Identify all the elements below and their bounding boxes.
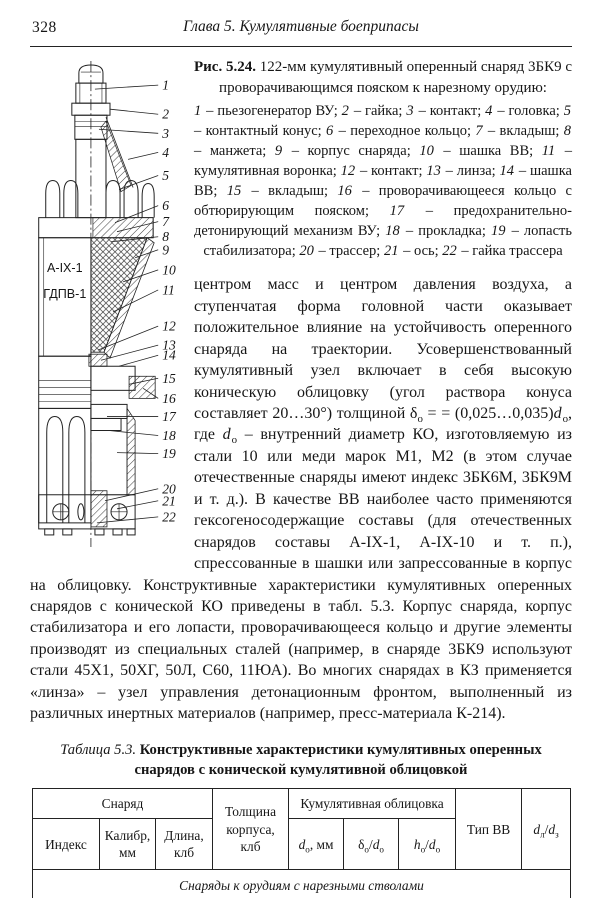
header-rule	[30, 46, 572, 47]
leader-line	[127, 151, 159, 160]
leader-line	[97, 325, 159, 351]
header-caliber: Калибр, мм	[99, 818, 156, 871]
leader-line	[100, 344, 159, 361]
header-h0-d0: hо/dо	[398, 818, 457, 871]
callout-number-6: 6	[162, 198, 169, 213]
callout-number-9: 9	[162, 242, 169, 257]
table-subheader: Снаряды к орудиям с нарезными стволами	[32, 869, 571, 898]
leader-line	[118, 354, 159, 367]
callout-number-2: 2	[162, 107, 169, 122]
leader-line	[134, 249, 159, 259]
figure-caption-label: Рис. 5.24.	[194, 59, 256, 75]
callout-number-21: 21	[162, 493, 176, 508]
table-caption-title: Конструктивные характеристики кумулятивн…	[134, 741, 542, 778]
leader-line	[96, 516, 159, 524]
header-d0: dо, мм	[288, 818, 345, 871]
leader-line	[122, 269, 159, 283]
projectile-body	[38, 61, 156, 547]
header-explosive-type: Тип ВВ	[455, 788, 523, 871]
table-caption-label: Таблица 5.3.	[60, 741, 137, 758]
callout-number-11: 11	[162, 282, 175, 297]
callout-number-13: 13	[162, 338, 176, 353]
callout-number-19: 19	[162, 446, 176, 461]
figure-caption-text: 122-мм кумулятивный оперенный снаряд 3БК…	[219, 59, 572, 96]
callout-number-16: 16	[162, 391, 176, 406]
header-delta-d0: δо/dо	[343, 818, 400, 871]
body-paragraph: центром масс и центром давления воздуха,…	[30, 276, 573, 723]
leader-line	[110, 236, 159, 243]
header-length: Длина, клб	[154, 818, 214, 871]
leader-line	[118, 175, 159, 190]
table-body: Снаряды к орудиям с нарезными стволами 3…	[32, 869, 571, 898]
projectile-drawing: А-IX-1 ГДПВ-1 12345678910111213141516171…	[38, 61, 177, 547]
leader-line	[117, 452, 159, 454]
leader-line	[112, 289, 159, 313]
callout-number-10: 10	[162, 262, 176, 277]
leader-line	[116, 221, 159, 233]
callout-number-8: 8	[162, 229, 169, 244]
figure-label-gdpv: ГДПВ-1	[43, 287, 86, 301]
leader-line	[98, 128, 159, 134]
callout-number-5: 5	[162, 168, 169, 183]
leader-line	[94, 84, 159, 90]
header-thickness: Толщина корпуса, клб	[212, 788, 290, 871]
leader-line	[128, 377, 159, 385]
callout-number-17: 17	[162, 409, 177, 424]
page-number: 328	[32, 19, 57, 36]
callout-number-3: 3	[161, 126, 169, 141]
table-5-3: Снаряд Толщина корпуса, клб Кумулятивная…	[31, 788, 572, 898]
figure-label-explosive: А-IX-1	[47, 261, 83, 275]
callout-number-22: 22	[162, 509, 176, 524]
group-header-liner: Кумулятивная облицовка	[288, 788, 457, 820]
leader-line	[142, 387, 159, 399]
chapter-title: Глава 5. Кумулятивные боеприпасы	[183, 18, 419, 35]
callout-number-20: 20	[162, 481, 176, 496]
page-header: 328 Глава 5. Кумулятивные боеприпасы	[30, 18, 572, 42]
header-dl-dz: dл/dз	[521, 788, 572, 871]
callout-number-14: 14	[162, 348, 176, 363]
figure-legend: 1 – пьезогенератор ВУ; 2 – гайка; 3 – ко…	[194, 103, 573, 260]
callout-number-1: 1	[162, 78, 169, 93]
leader-line	[109, 108, 159, 115]
callout-number-7: 7	[162, 214, 170, 229]
leader-line	[104, 488, 159, 502]
figure-caption: Рис. 5.24. 122-мм кумулятивный оперенный…	[30, 57, 572, 98]
leader-line	[108, 430, 159, 436]
callout-number-15: 15	[162, 371, 176, 386]
callout-number-4: 4	[162, 145, 169, 160]
callout-number-12: 12	[162, 319, 176, 334]
leader-line	[114, 205, 159, 224]
callout-number-18: 18	[162, 428, 176, 443]
leader-line	[116, 500, 159, 510]
header-index: Индекс	[32, 818, 100, 871]
table-section: Таблица 5.3. Конструктивные характеристи…	[30, 740, 572, 898]
table-caption: Таблица 5.3. Конструктивные характеристи…	[36, 740, 566, 781]
group-header-shell: Снаряд	[31, 788, 214, 820]
